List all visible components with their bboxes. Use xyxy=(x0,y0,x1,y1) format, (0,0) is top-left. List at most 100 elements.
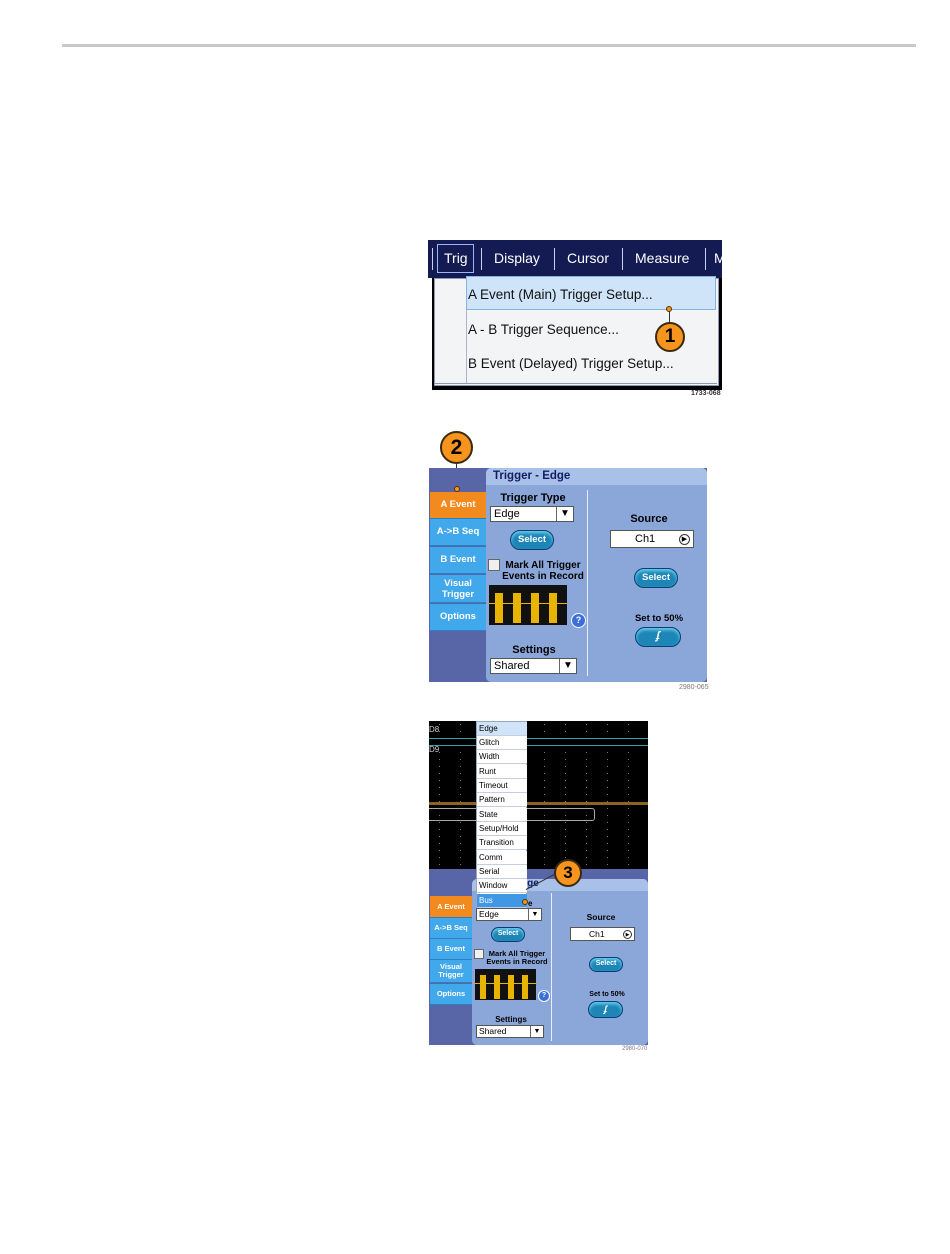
chevron-down-icon: ▼ xyxy=(528,909,541,920)
tab-a-event[interactable]: A Event xyxy=(430,896,472,918)
source-label: Source xyxy=(630,513,668,525)
set-50-label: Set to 50% xyxy=(589,991,625,998)
settings-combo[interactable]: Shared ▼ xyxy=(476,1025,544,1038)
panel-title-bar xyxy=(486,468,707,485)
list-item-glitch[interactable]: Glitch xyxy=(477,736,527,750)
chevron-down-icon: ▼ xyxy=(556,507,573,521)
graticule xyxy=(429,721,648,869)
select-source-button[interactable]: Select xyxy=(589,957,623,972)
edge-icon: ʄ xyxy=(656,630,660,642)
list-item-window[interactable]: Window xyxy=(477,879,527,893)
menu-more[interactable]: M xyxy=(714,250,722,266)
help-icon[interactable]: ? xyxy=(571,613,586,628)
list-item-edge[interactable]: Edge xyxy=(477,722,527,736)
list-item-runt[interactable]: Runt xyxy=(477,765,527,779)
help-icon[interactable]: ? xyxy=(538,990,550,1002)
menu-bar: Trig Display Cursor Measure M xyxy=(428,240,722,278)
settings-label: Settings xyxy=(512,644,556,656)
trigger-type-combo[interactable]: Edge ▼ xyxy=(476,908,542,921)
mark-all-checkbox[interactable] xyxy=(488,559,500,571)
trig-menu-screenshot: Trig Display Cursor Measure M A Event (M… xyxy=(428,240,722,390)
trig-menu-highlight xyxy=(437,244,474,273)
callout-dot xyxy=(522,899,528,905)
tab-b-event[interactable]: B Event xyxy=(430,939,472,960)
panel-title-fragment: dge xyxy=(521,878,539,889)
trigger-waveform-icon xyxy=(475,969,536,1000)
list-item-timeout[interactable]: Timeout xyxy=(477,779,527,793)
callout-dot xyxy=(454,486,460,492)
tab-ab-seq[interactable]: A->B Seq xyxy=(430,918,472,939)
callout-3: 3 xyxy=(554,859,582,887)
trigger-type-list-screenshot: D8 D9 dge A Event A->B Seq B Event Visua… xyxy=(429,721,648,1045)
dropdown-highlight xyxy=(466,276,716,310)
menu-item-a-event-setup[interactable]: A Event (Main) Trigger Setup... xyxy=(468,287,653,302)
list-item-width[interactable]: Width xyxy=(477,750,527,764)
menu-display[interactable]: Display xyxy=(494,250,540,266)
header-rule xyxy=(62,44,916,47)
set-50-button[interactable]: ʄ xyxy=(635,627,681,647)
trace-label-d8: D8 xyxy=(429,725,440,734)
menu-separator xyxy=(554,248,555,270)
tab-visual-trigger[interactable]: Visual Trigger xyxy=(430,575,486,603)
tab-b-event[interactable]: B Event xyxy=(430,547,486,574)
chevron-down-icon: ▼ xyxy=(559,659,576,673)
play-icon: ▶ xyxy=(623,930,632,939)
trigger-type-label: Trigger Type xyxy=(500,492,566,504)
settings-label: Settings xyxy=(495,1015,527,1024)
trace-label-d9: D9 xyxy=(429,745,440,754)
list-item-serial[interactable]: Serial xyxy=(477,865,527,879)
menu-measure[interactable]: Measure xyxy=(635,250,690,266)
list-item-setup-hold[interactable]: Setup/Hold xyxy=(477,822,527,836)
trigger-edge-screenshot: A Event A->B Seq B Event Visual Trigger … xyxy=(429,468,707,682)
figure-id-1: 1733-068 xyxy=(691,390,721,397)
trigger-type-list: Edge Glitch Width Runt Timeout Pattern S… xyxy=(476,721,527,909)
menu-separator xyxy=(432,248,433,270)
menu-separator xyxy=(481,248,482,270)
trigger-type-label-fragment: e xyxy=(528,899,533,908)
menu-item-ab-sequence[interactable]: A - B Trigger Sequence... xyxy=(468,322,619,337)
list-item-transition[interactable]: Transition xyxy=(477,836,527,850)
pulse-mark xyxy=(480,975,486,999)
callout-1: 1 xyxy=(655,322,685,352)
list-item-bus[interactable]: Bus xyxy=(477,894,527,908)
select-trigger-type-button[interactable]: Select xyxy=(491,927,525,942)
pulse-mark xyxy=(495,593,503,623)
source-combo[interactable]: Ch1 ▶ xyxy=(610,530,694,548)
baseline xyxy=(489,603,567,604)
set-50-label: Set to 50% xyxy=(634,613,684,624)
menu-separator xyxy=(622,248,623,270)
panel-divider xyxy=(587,490,588,676)
callout-leader xyxy=(669,309,670,325)
tab-visual-trigger[interactable]: Visual Trigger xyxy=(430,960,472,983)
pulse-mark xyxy=(531,593,539,623)
baseline xyxy=(475,983,536,984)
pulse-mark xyxy=(513,593,521,623)
dropdown-bottom xyxy=(434,383,717,384)
tab-options[interactable]: Options xyxy=(430,604,486,631)
source-combo[interactable]: Ch1 ▶ xyxy=(570,927,635,941)
list-item-state[interactable]: State xyxy=(477,808,527,822)
pulse-mark xyxy=(549,593,557,623)
mark-all-checkbox[interactable] xyxy=(474,949,484,959)
menu-cursor[interactable]: Cursor xyxy=(567,250,610,266)
play-icon: ▶ xyxy=(679,534,690,545)
settings-combo[interactable]: Shared ▼ xyxy=(490,658,577,674)
trigger-type-combo[interactable]: Edge ▼ xyxy=(490,506,574,522)
panel-title: Trigger - Edge xyxy=(493,470,571,482)
dropdown-gutter xyxy=(434,278,467,384)
tab-options[interactable]: Options xyxy=(430,984,472,1005)
tab-ab-seq[interactable]: A->B Seq xyxy=(430,519,486,546)
menu-separator xyxy=(705,248,706,270)
menu-trig[interactable]: Trig xyxy=(444,250,468,266)
list-item-pattern[interactable]: Pattern xyxy=(477,793,527,807)
pulse-mark xyxy=(494,975,500,999)
select-source-button[interactable]: Select xyxy=(634,568,678,588)
callout-dot xyxy=(666,306,672,312)
set-50-button[interactable]: ʄ xyxy=(588,1001,623,1018)
menu-item-b-event-setup[interactable]: B Event (Delayed) Trigger Setup... xyxy=(468,356,674,371)
select-trigger-type-button[interactable]: Select xyxy=(510,530,554,550)
tab-a-event[interactable]: A Event xyxy=(430,492,486,519)
list-item-comm[interactable]: Comm xyxy=(477,851,527,865)
mark-all-label: Mark All Trigger Events in Record xyxy=(486,949,548,966)
trace-d9 xyxy=(429,745,648,746)
